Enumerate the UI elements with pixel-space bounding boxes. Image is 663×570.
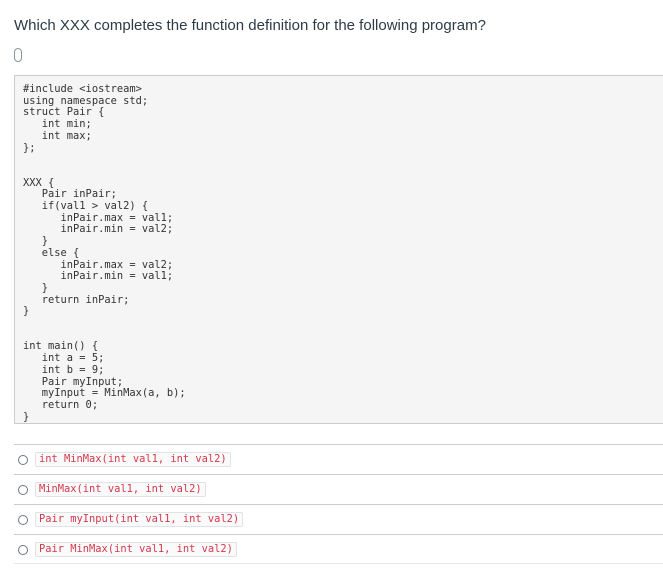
flag-question-icon[interactable] (14, 48, 22, 62)
radio-button-icon[interactable] (18, 455, 28, 465)
answer-label: Pair MinMax(int val1, int val2) (35, 542, 237, 557)
answer-label: Pair myInput(int val1, int val2) (35, 512, 244, 527)
answer-option-1[interactable]: int MinMax(int val1, int val2) (14, 444, 663, 474)
radio-button-icon[interactable] (18, 485, 28, 495)
answer-label: MinMax(int val1, int val2) (35, 482, 206, 497)
answer-label: int MinMax(int val1, int val2) (35, 452, 231, 467)
answer-option-2[interactable]: MinMax(int val1, int val2) (14, 474, 663, 504)
radio-button-icon[interactable] (18, 545, 28, 555)
answer-option-3[interactable]: Pair myInput(int val1, int val2) (14, 504, 663, 534)
code-block: #include <iostream> using namespace std;… (14, 75, 663, 424)
question-text: Which XXX completes the function definit… (14, 17, 486, 34)
code-listing: #include <iostream> using namespace std;… (23, 83, 186, 423)
answer-option-4[interactable]: Pair MinMax(int val1, int val2) (14, 534, 663, 564)
radio-button-icon[interactable] (18, 515, 28, 525)
answer-options: int MinMax(int val1, int val2) MinMax(in… (14, 444, 663, 564)
